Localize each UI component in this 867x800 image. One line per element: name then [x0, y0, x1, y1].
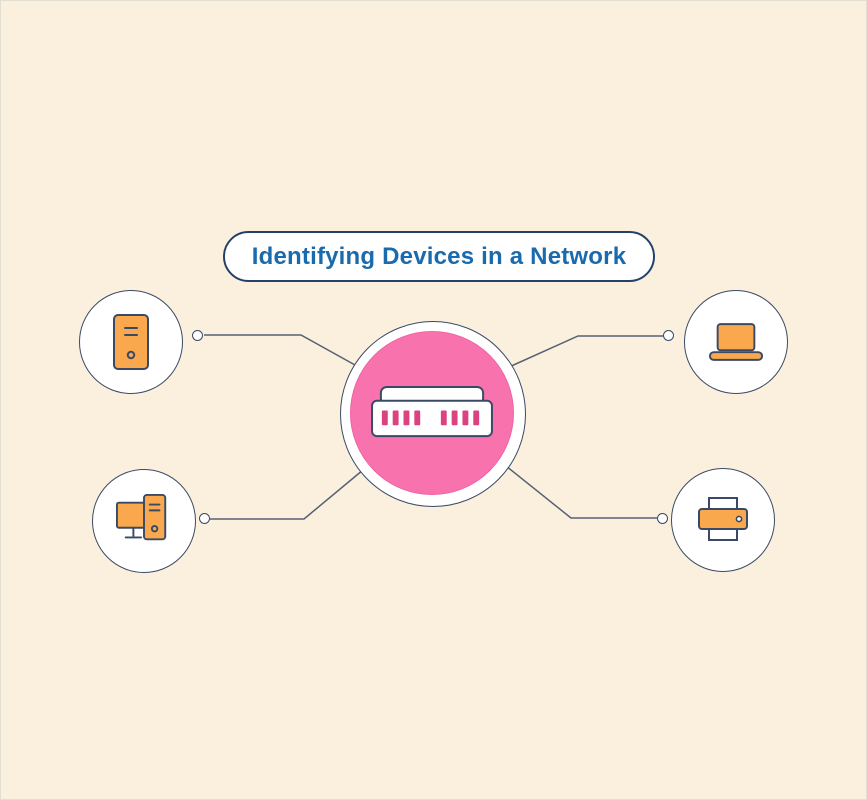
printer-icon [698, 497, 748, 541]
device-circle-workstation [92, 469, 196, 573]
hub-circle [340, 321, 526, 507]
device-circle-laptop [684, 290, 788, 394]
laptop-icon [708, 322, 764, 361]
desktop-tower-icon [113, 314, 149, 370]
connector-dot-bottom-right [657, 513, 668, 524]
device-circle-tower-pc [79, 290, 183, 394]
connector-dot-bottom-left [199, 513, 210, 524]
page-title: Identifying Devices in a Network [251, 242, 627, 270]
switch-icon [371, 385, 493, 437]
hub-inner-circle [350, 331, 514, 495]
desktop-computer-icon [116, 493, 167, 541]
connector-dot-top-left [192, 330, 203, 341]
device-circle-printer [671, 468, 775, 572]
connector-dot-top-right [663, 330, 674, 341]
title-pill: Identifying Devices in a Network [223, 231, 655, 282]
